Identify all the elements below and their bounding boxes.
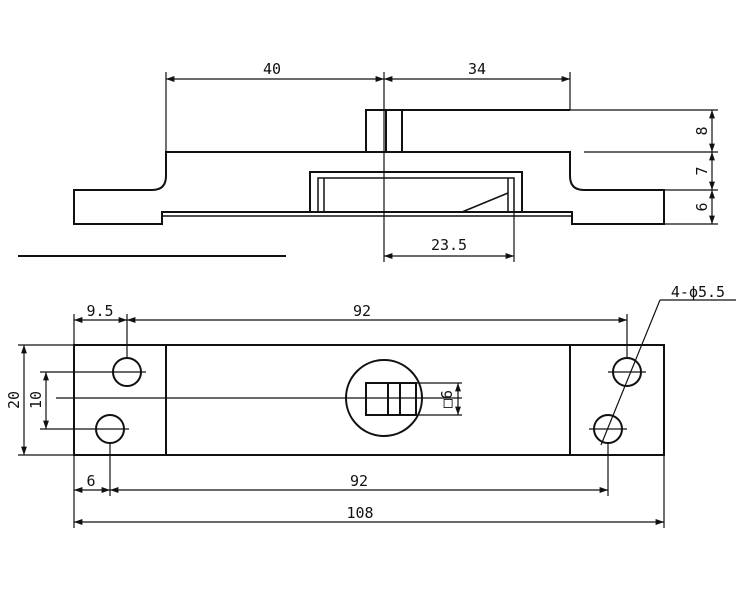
latch-ramp xyxy=(461,192,509,213)
dim-label-108: 108 xyxy=(346,504,373,522)
dim-label-92-top: 92 xyxy=(353,302,371,320)
side-view: 40 34 8 7 6 23.5 xyxy=(18,60,718,262)
dim-label-7: 7 xyxy=(693,166,711,175)
dim-label-10: 10 xyxy=(27,391,45,409)
top-view: □6 9.5 92 4-ϕ5.5 20 10 6 92 108 xyxy=(5,283,736,528)
square-slot xyxy=(365,382,417,416)
dim-label-20: 20 xyxy=(5,391,23,409)
dim-label-6: 6 xyxy=(693,202,711,211)
side-view-outline xyxy=(73,151,665,225)
dim-label-34: 34 xyxy=(468,60,486,78)
dim-label-8: 8 xyxy=(693,126,711,135)
dim-label-23-5: 23.5 xyxy=(431,236,467,254)
hole-leader-line xyxy=(600,299,661,446)
hole-callout-label: 4-ϕ5.5 xyxy=(671,283,725,301)
bolt-housing-inner xyxy=(317,177,515,212)
bolt-housing xyxy=(309,171,523,212)
dim-label-6-lower: 6 xyxy=(86,472,95,490)
plate-outline xyxy=(73,344,665,456)
dim-label-92-bottom: 92 xyxy=(350,472,368,490)
dim-label-40: 40 xyxy=(263,60,281,78)
dim-label-9-5: 9.5 xyxy=(86,302,113,320)
dim-label-square-slot: □6 xyxy=(438,390,456,408)
upper-tongue xyxy=(365,109,570,152)
